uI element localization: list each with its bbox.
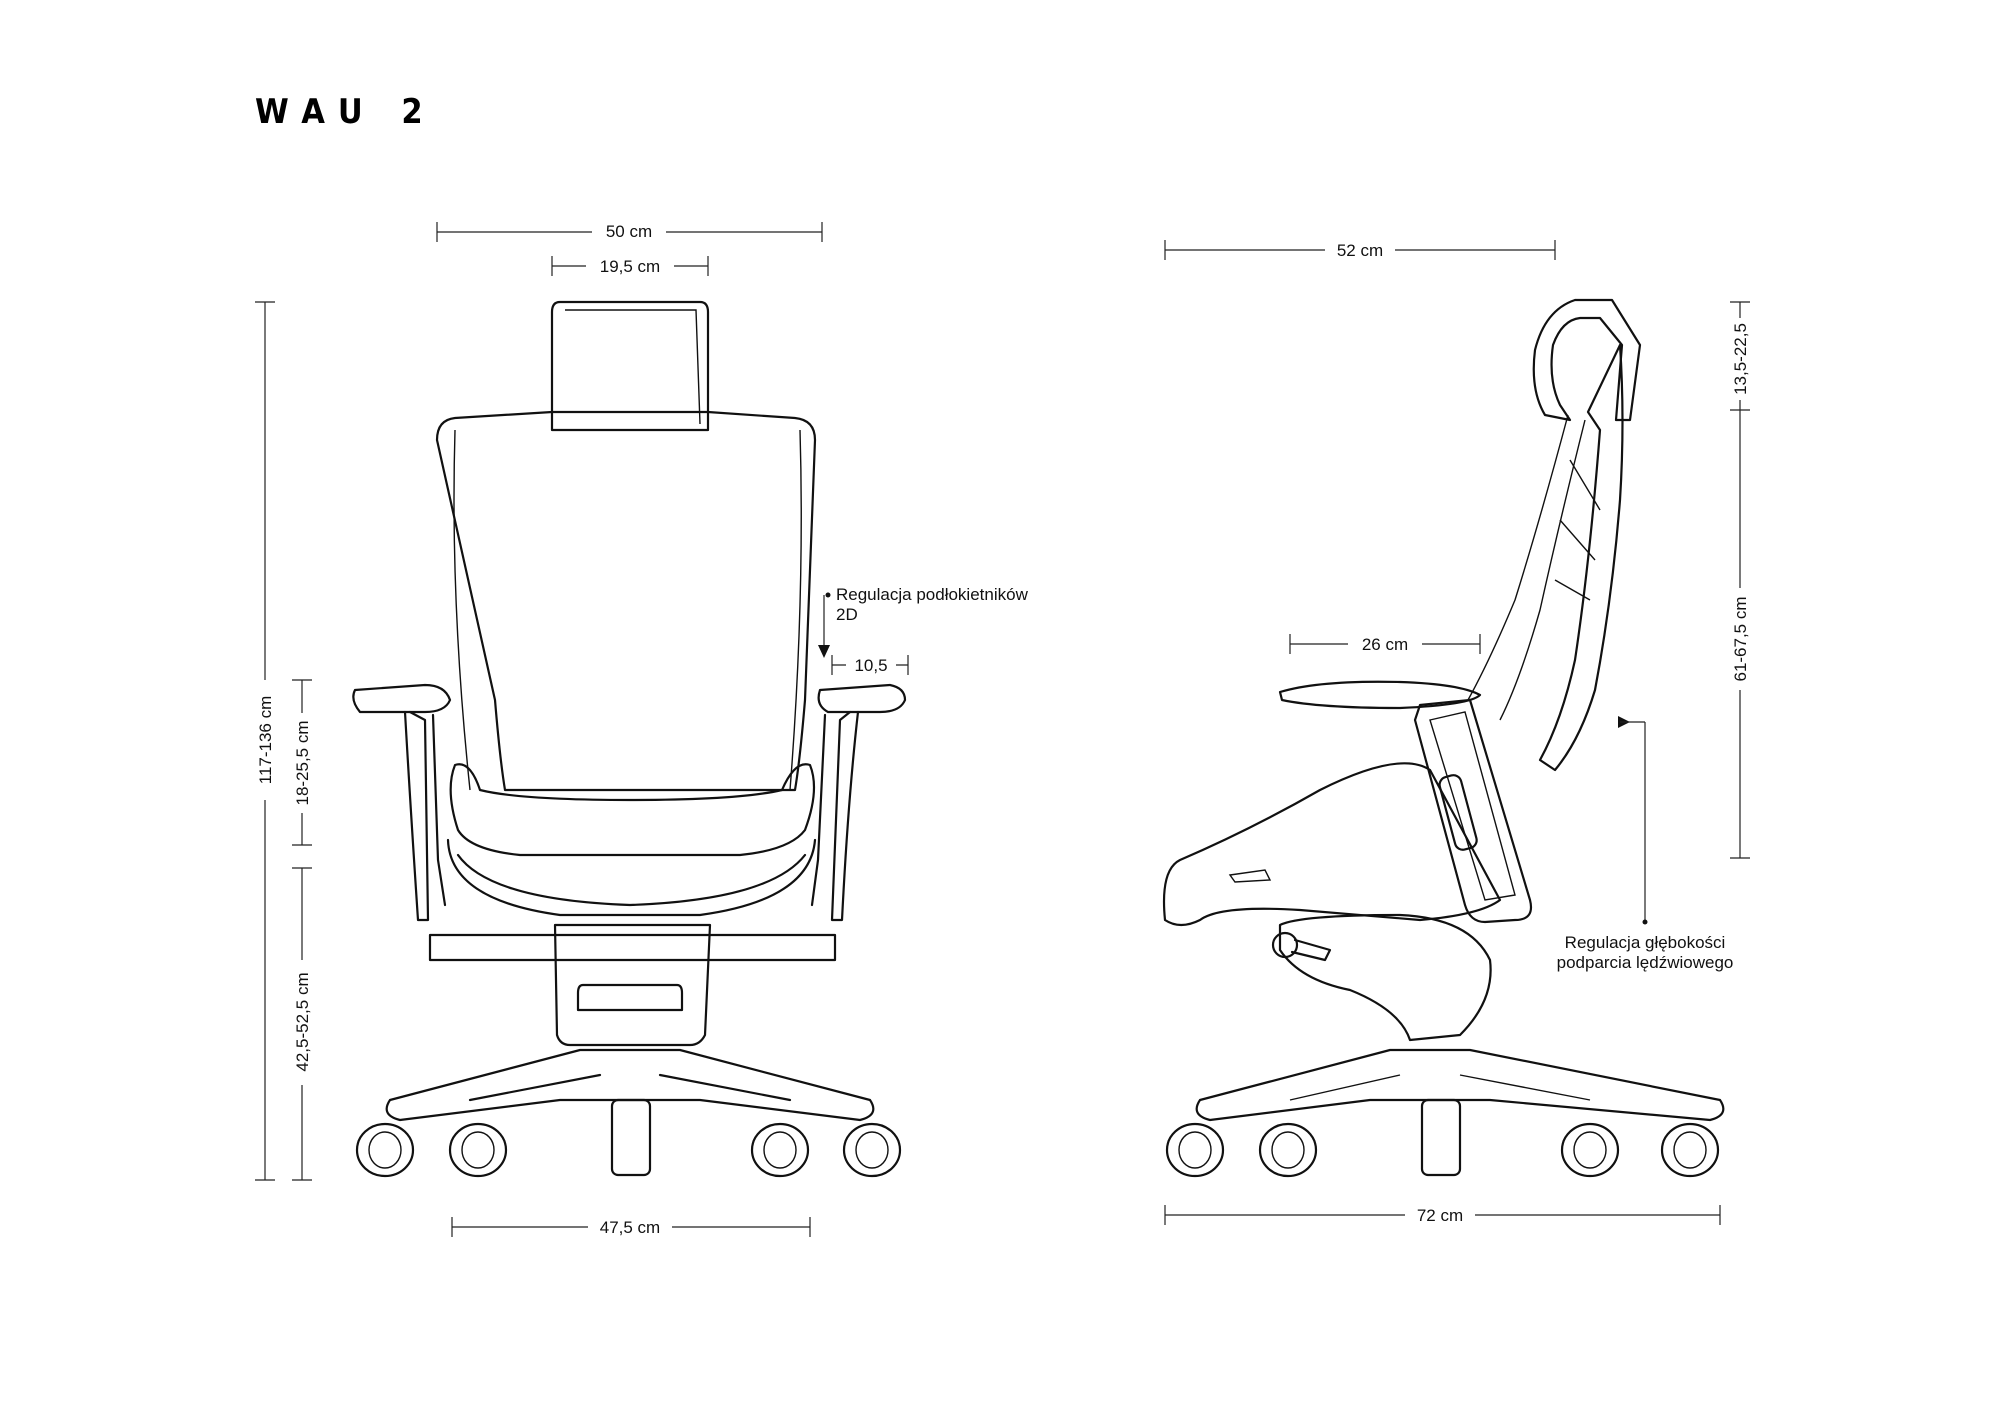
front-seat (449, 763, 816, 857)
dim-seat-height: 42,5-52,5 cm (293, 972, 312, 1071)
dim-headrest-width: 19,5 cm (600, 257, 660, 276)
front-mechanism (428, 933, 837, 962)
side-headrest (1532, 298, 1642, 422)
side-armrest (1278, 680, 1482, 710)
side-chair (1162, 298, 1725, 1178)
front-dimensions: 50 cm 19,5 cm 117-136 cm 18-25,5 cm 42,5… (253, 220, 1029, 1239)
dim-base-depth: 72 cm (1417, 1206, 1463, 1225)
side-seat (1162, 762, 1502, 927)
note-lumbar-adjust: Regulacja głębokości (1565, 933, 1726, 952)
side-mechanism (1278, 913, 1492, 1042)
dim-armrest-shift: 10,5 (854, 656, 887, 675)
dim-headrest-adjust: 13,5-22,5 (1731, 323, 1750, 395)
dim-height-total: 117-136 cm (256, 696, 275, 785)
front-armrest-left (352, 683, 452, 714)
front-casters (355, 1098, 902, 1178)
front-backrest (435, 410, 817, 792)
note-armrest-adjust-2d: 2D (836, 605, 858, 624)
dim-armrest-height: 18-25,5 cm (293, 720, 312, 805)
front-headrest (550, 300, 710, 432)
dim-base-width: 47,5 cm (600, 1218, 660, 1237)
dim-armrest-length: 26 cm (1362, 635, 1408, 654)
front-base (385, 1048, 875, 1122)
note-lumbar-adjust-2: podparcia lędźwiowego (1557, 953, 1734, 972)
dim-depth-top: 52 cm (1337, 241, 1383, 260)
note-armrest-adjust: Regulacja podłokietników (836, 585, 1029, 604)
side-backrest (1538, 343, 1624, 772)
product-title: WAU 2 (255, 92, 437, 132)
front-armrest-right (817, 683, 907, 714)
side-base (1195, 1048, 1725, 1122)
front-chair (352, 300, 907, 1178)
side-casters (1165, 1098, 1720, 1178)
dim-width-total: 50 cm (606, 222, 652, 241)
side-dimensions: 52 cm 13,5-22,5 61-67,5 cm 26 cm Regulac… (1164, 238, 1752, 1227)
dim-backrest-height: 61-67,5 cm (1731, 596, 1750, 681)
